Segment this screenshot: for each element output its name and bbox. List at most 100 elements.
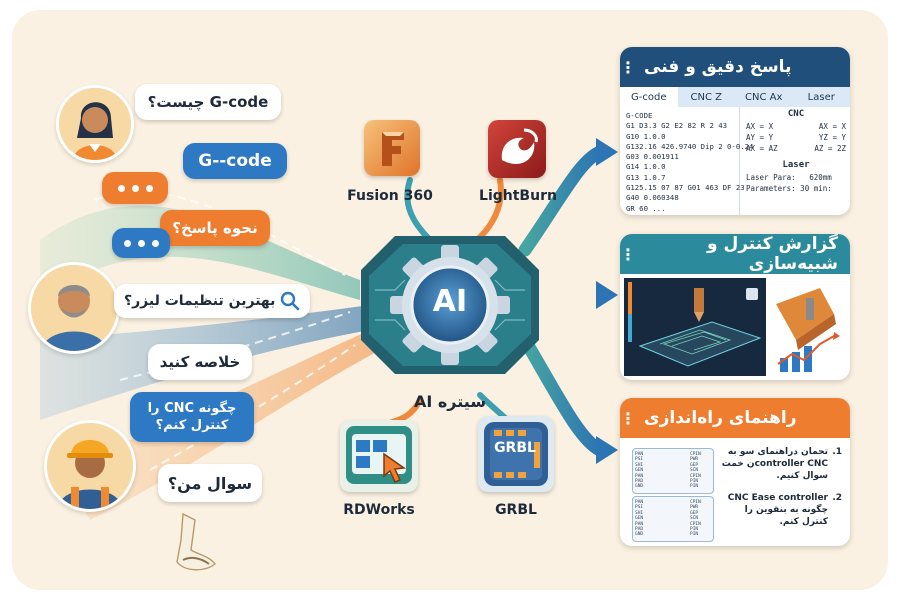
avatar-woman	[56, 85, 134, 163]
pin-label-left: PAN	[635, 452, 644, 457]
pin-label-left: PSI	[635, 457, 644, 463]
guide-step-1-number: 1.	[832, 447, 842, 457]
axis-row: AX = AZ AZ = 2Z	[746, 143, 846, 154]
ai-hub-caption: سیتره AI	[413, 392, 487, 411]
grbl-label: GRBL	[495, 502, 537, 518]
gcode-line: G132.16 426.9740 Dip 2 0-0.24	[626, 141, 754, 151]
gcode-line: G14 1.0.0	[626, 162, 666, 172]
answer-tab-1[interactable]: CNC Z	[690, 91, 722, 103]
answer-tab-0[interactable]: G-code	[620, 87, 678, 107]
axis-cell: AY = Y	[746, 133, 774, 142]
avatar-man-gray	[28, 262, 120, 354]
answer-panel-title: پاسخ دقیق و فنی	[644, 57, 792, 77]
report-panel: گزارش کنترل و شبیه‌سازی ⋮	[620, 234, 850, 380]
ai-core-label: AI	[432, 284, 468, 319]
kebab-icon: ⋮	[620, 244, 636, 264]
grbl-board-icon	[478, 416, 554, 492]
pin-label-right: GEP	[690, 510, 699, 516]
pin-label-left: PAN	[635, 521, 644, 527]
guide-step-2: CNC Ease controller چگونه به بنقوین را کنت…	[708, 492, 828, 528]
bubble-how-answer: نحوه پاسخ؟	[160, 210, 270, 246]
gcode-line: G10 1.0.0	[626, 131, 666, 141]
cnc-axes: AX = X AX = X AY = Y YZ = Y AX = AZ AZ = 2Z	[746, 121, 846, 154]
guide-step-line: تحمان دراهنمای سو به	[727, 447, 828, 457]
guide-panel-header: راهنمای راه‌اندازی ⋮	[620, 398, 850, 438]
lightburn-icon	[488, 120, 546, 178]
axis-cell: AX = AZ	[746, 144, 778, 153]
axis-cell: AZ = 2Z	[814, 144, 846, 153]
cnc-section-title: CNC	[787, 109, 805, 119]
guide-panel-title: راهنمای راه‌اندازی	[644, 408, 797, 428]
axis-cell: AX = X	[818, 122, 846, 131]
bubble-gcode: G--code	[183, 143, 287, 179]
answer-panel-header: پاسخ دقیق و فنی ⋮	[620, 47, 850, 87]
pin-label-left: SHI	[635, 510, 644, 516]
guide-step-line: کنترل کنم.	[779, 517, 828, 527]
gcode-line: GR 60 ...	[626, 203, 666, 213]
pin-label-right: CPIN	[690, 473, 701, 479]
bubble-best-laser-settings: بهترین تنظیمات لیزر؟	[114, 284, 310, 318]
pin-label-left: GND	[635, 532, 644, 538]
pin-label-left: PAN	[635, 500, 644, 505]
guide-step-1: تحمان دراهنمای سو به controller CNCن خمت س…	[708, 446, 828, 482]
pin-label-left: GEN	[635, 468, 644, 474]
simulation-preview	[624, 278, 840, 376]
pin-label-right: GEP	[690, 462, 699, 468]
pin-label-right: SCN	[690, 468, 699, 474]
typing-indicator-blue	[112, 228, 170, 258]
kebab-icon: ⋮	[620, 408, 636, 428]
gcode-line: G40 0.060348	[626, 193, 679, 203]
pin-label-left: GND	[635, 484, 644, 490]
lightburn-label: LightBurn	[479, 188, 557, 204]
laser-section-title: Laser	[782, 160, 810, 170]
pin-label-left: PAD	[635, 479, 644, 484]
pin-label-right: PIN	[690, 484, 699, 490]
pin-label-left: PSI	[635, 505, 644, 511]
answer-panel: پاسخ دقیق و فنی ⋮ G-code CNC Z CNC Ax Laser…	[620, 47, 850, 215]
gcode-line: G125.15 07 87 G01 463 DF 23	[626, 183, 745, 193]
pin-label-left: PAN	[635, 473, 644, 479]
axis-cell: AX = X	[746, 122, 774, 131]
bubble-how-control-cnc: چگونه CNC را کنترل کنم؟	[130, 392, 254, 442]
rdworks-label: RDWorks	[343, 502, 415, 518]
guide-step-line: controller CNCن خمت	[721, 459, 828, 469]
guide-step-line: CNC Ease controller	[727, 493, 828, 503]
answer-tab-2[interactable]: CNC Ax	[745, 91, 783, 103]
rdworks-icon	[340, 420, 418, 492]
answer-tab-3[interactable]: Laser	[807, 91, 835, 103]
pin-label-left: GEN	[635, 516, 644, 522]
typing-indicator-orange	[102, 172, 168, 204]
logo-sketch-icon	[176, 512, 216, 571]
gcode-line: G03 0.001911	[626, 152, 679, 162]
gcode-line: G13 1.0.7	[626, 172, 666, 182]
pin-label-right: CPIN	[690, 500, 701, 505]
ai-hub	[361, 236, 539, 374]
avatar-worker	[44, 420, 136, 512]
pin-label-left: PAD	[635, 527, 644, 532]
fusion-360-label: Fusion 360	[347, 188, 433, 204]
report-panel-title: گزارش کنترل و شبیه‌سازی	[706, 234, 838, 274]
pin-label-right: PIN	[690, 479, 699, 484]
kebab-icon: ⋮	[620, 57, 636, 77]
pin-label-left: SHI	[635, 462, 644, 468]
guide-step-line: سوال کنیم.	[776, 471, 828, 481]
laser-line: Laser Para: 620mm	[746, 173, 832, 182]
guide-step-2-number: 2.	[832, 493, 842, 503]
grbl-chip-label: GRBL	[494, 440, 536, 456]
gcode-line: G-CODE	[626, 111, 653, 120]
search-icon	[280, 291, 300, 311]
wiring-diagram-1	[632, 448, 714, 494]
answer-tabs: G-code CNC Z CNC Ax Laser	[620, 87, 850, 107]
arrow-to-answer	[518, 145, 607, 257]
axis-cell: YZ = Y	[818, 133, 846, 142]
bubble-my-question: سوال من؟	[158, 464, 262, 502]
guide-step-line: چگونه به بنقوین را	[744, 505, 828, 515]
pin-label-right: PIN	[690, 532, 699, 538]
laser-line: Parameters: 30 min:	[746, 184, 832, 193]
gcode-line: G1 D3.3 G2 E2 82 R 2 43	[626, 121, 728, 131]
bubble-what-is-gcode: G-code چیست؟	[135, 84, 281, 120]
pin-label-right: PIN	[690, 527, 699, 532]
